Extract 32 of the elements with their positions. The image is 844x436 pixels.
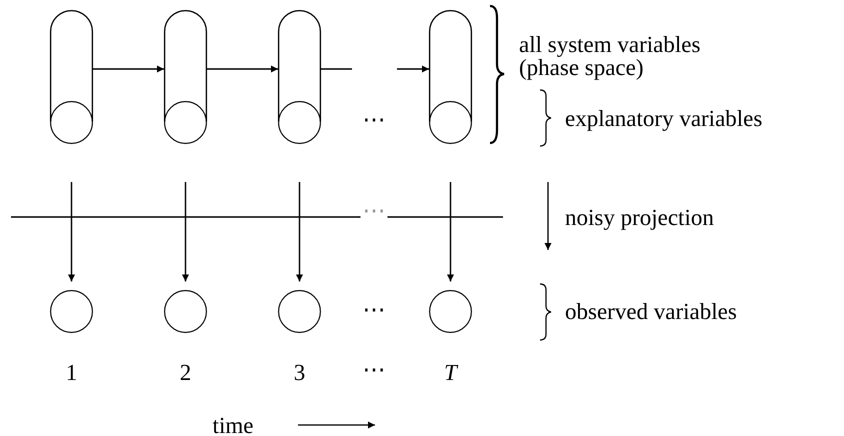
capsule-shape [164,10,207,143]
axis-label: time [212,414,254,436]
ellipsis: ⋯ [362,298,386,320]
time-step-number: 3 [294,360,306,384]
circle-node [50,100,93,144]
time-step-number: T [444,360,457,384]
arrow [296,182,303,282]
circle-node [164,290,207,332]
time-step-number: 2 [180,360,192,384]
annotation-text: observed variables [565,300,737,322]
arrow [93,66,164,72]
circle-node [278,100,321,144]
circle-node [429,290,472,332]
arrow [182,182,189,282]
circle-node [50,290,93,332]
annotation-text: explanatory variables [565,106,762,130]
annotation-text: noisy projection [565,206,714,228]
arrow [397,66,429,72]
ellipsis: ⋯ [362,358,386,380]
arrow [447,182,454,282]
time-step-number: 1 [66,360,78,384]
annotation-text: all system variables (phase space) [519,32,702,78]
circle-node [278,290,321,332]
ellipsis: ⋯ [362,108,386,130]
arrow [68,182,75,282]
arrow [207,66,278,72]
capsule-shape [50,10,93,143]
capsule-shape [429,10,472,143]
capsule-shape [278,10,321,143]
connector-line [321,68,352,70]
circle-node [164,100,207,144]
circle-node [429,100,472,144]
